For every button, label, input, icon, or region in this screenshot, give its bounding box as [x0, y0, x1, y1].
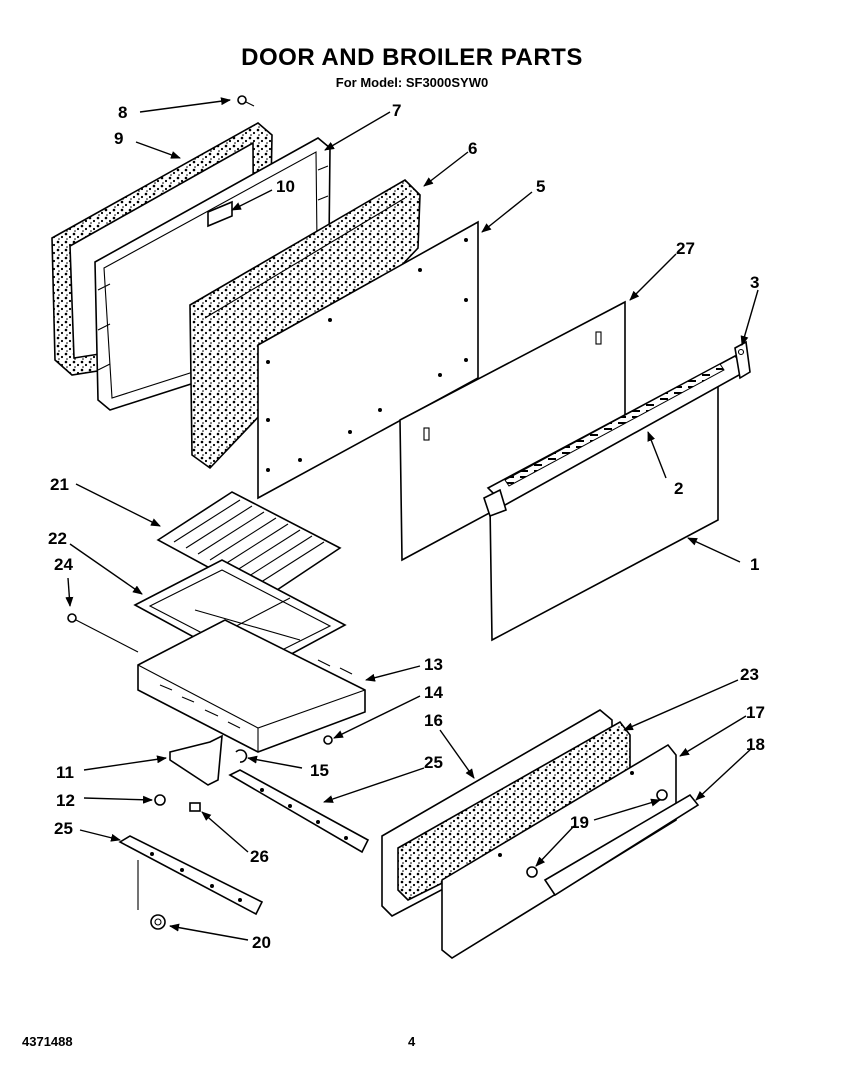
callout-3: 3	[750, 273, 759, 292]
part-25-rail-upper	[228, 769, 370, 854]
callout-16: 16	[424, 711, 443, 730]
part-25-rail-lower	[118, 835, 264, 916]
callout-13: 13	[424, 655, 443, 674]
callout-21: 21	[50, 475, 69, 494]
callout-9: 9	[114, 129, 123, 148]
part-18-broiler-handle	[543, 793, 700, 897]
part-26-screw	[189, 802, 201, 812]
model-subtitle: For Model: SF3000SYW0	[335, 75, 489, 90]
part-2-door-handle-trim	[483, 355, 750, 518]
callout-20: 20	[252, 933, 271, 952]
part-20-bumper	[150, 914, 166, 930]
page-number: 4	[408, 1034, 416, 1049]
part-8-screw	[237, 95, 255, 107]
part-11-bracket	[169, 734, 223, 786]
part-24-screw	[67, 613, 139, 653]
part-17-broiler-door-outer	[441, 743, 677, 959]
document-number: 4371488	[22, 1034, 73, 1049]
callout-8: 8	[118, 103, 127, 122]
callout-18: 18	[746, 735, 765, 754]
callout-15: 15	[310, 761, 329, 780]
callout-6: 6	[468, 139, 477, 158]
callout-25-upper: 25	[424, 753, 443, 772]
callout-26: 26	[250, 847, 269, 866]
callout-1: 1	[750, 555, 759, 574]
callout-17: 17	[746, 703, 765, 722]
callout-7: 7	[392, 101, 401, 120]
part-14-screw	[323, 735, 333, 745]
callout-19: 19	[570, 813, 589, 832]
callout-22: 22	[48, 529, 67, 548]
callout-labels: 8 9 7 6 10 5 27 3 2 1 21 22 24 13 14 16 …	[48, 101, 765, 952]
callout-12: 12	[56, 791, 75, 810]
callout-11: 11	[56, 763, 74, 782]
part-19-bumpers	[498, 771, 668, 878]
callout-23: 23	[740, 665, 759, 684]
callout-27: 27	[676, 239, 695, 258]
part-5-inner-liner	[257, 220, 479, 500]
callout-10: 10	[276, 177, 295, 196]
part-10-clip	[207, 200, 233, 228]
callout-5: 5	[536, 177, 545, 196]
part-15-clip	[235, 749, 248, 763]
part-12-washer	[154, 794, 166, 806]
part-13-broiler-drawer	[137, 619, 366, 753]
callout-25-lower: 25	[54, 819, 73, 838]
callout-leaders	[65, 97, 759, 941]
callout-24: 24	[54, 555, 73, 574]
callout-2: 2	[674, 479, 683, 498]
page-title: DOOR AND BROILER PARTS	[241, 44, 583, 71]
callout-14: 14	[424, 683, 443, 702]
